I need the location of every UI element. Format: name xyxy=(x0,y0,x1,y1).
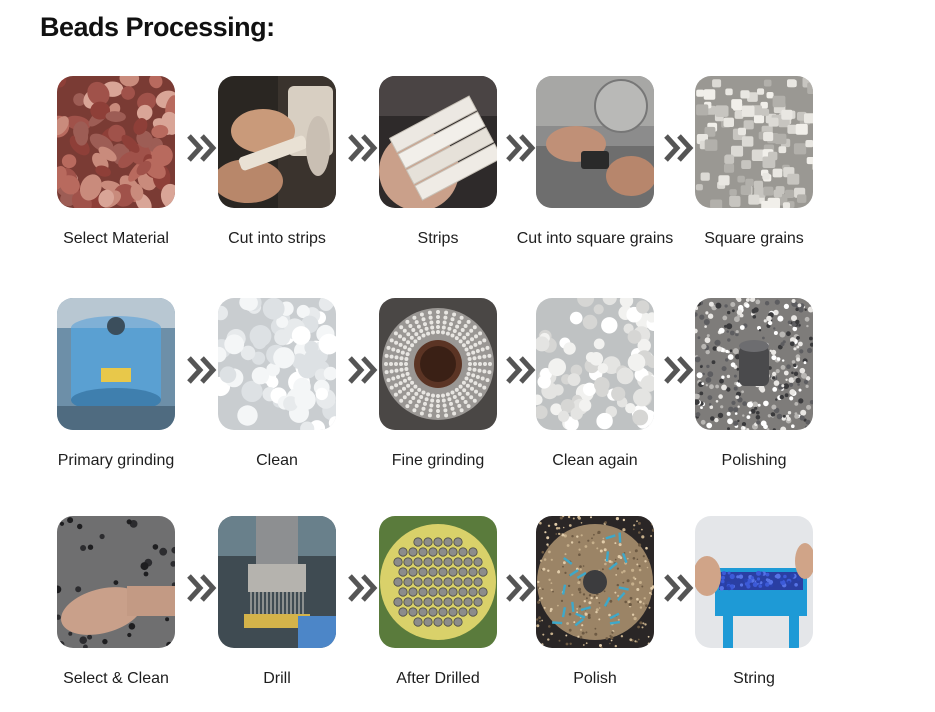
double-chevron-right-icon xyxy=(187,356,217,384)
step-label: Square grains xyxy=(669,230,839,248)
double-chevron-right-icon xyxy=(187,574,217,602)
step-image-stringing-blue-beads xyxy=(695,516,813,648)
double-chevron-right-icon xyxy=(348,134,378,162)
double-chevron-right-icon xyxy=(506,574,536,602)
step-image-cutting-by-hand xyxy=(218,76,336,208)
double-chevron-right-icon xyxy=(506,134,536,162)
step-label: After Drilled xyxy=(353,670,523,688)
double-chevron-right-icon xyxy=(506,356,536,384)
step-label: Cut into strips xyxy=(192,230,362,248)
double-chevron-right-icon xyxy=(664,134,694,162)
step-image-rough-red-stones xyxy=(57,76,175,208)
step-image-grinding-disc xyxy=(379,298,497,430)
step-label: Fine grinding xyxy=(353,452,523,470)
double-chevron-right-icon xyxy=(187,134,217,162)
step-image-square-grains-pile xyxy=(695,76,813,208)
step-image-cutting-machine xyxy=(536,76,654,208)
double-chevron-right-icon xyxy=(348,574,378,602)
step-label: Primary grinding xyxy=(31,452,201,470)
step-image-drilled-bead-tray xyxy=(379,516,497,648)
step-label: Polishing xyxy=(669,452,839,470)
step-label: Strips xyxy=(353,230,523,248)
step-image-white-round-beads xyxy=(218,298,336,430)
page-title: Beads Processing: xyxy=(40,12,275,43)
step-label: Select Material xyxy=(31,230,201,248)
step-image-hand-on-beads xyxy=(57,516,175,648)
step-label: String xyxy=(669,670,839,688)
step-image-polish-bowl xyxy=(536,516,654,648)
step-label: Select & Clean xyxy=(31,670,201,688)
double-chevron-right-icon xyxy=(348,356,378,384)
step-image-polishing-tumbler xyxy=(695,298,813,430)
step-image-white-beads-cleaned xyxy=(536,298,654,430)
step-label: Drill xyxy=(192,670,362,688)
step-label: Clean again xyxy=(510,452,680,470)
double-chevron-right-icon xyxy=(664,574,694,602)
step-label: Polish xyxy=(510,670,680,688)
step-label: Clean xyxy=(192,452,362,470)
step-label: Cut into square grains xyxy=(510,230,680,248)
double-chevron-right-icon xyxy=(664,356,694,384)
step-image-white-strips-in-hand xyxy=(379,76,497,208)
step-image-drilling-machine xyxy=(218,516,336,648)
step-image-blue-grinding-machine xyxy=(57,298,175,430)
